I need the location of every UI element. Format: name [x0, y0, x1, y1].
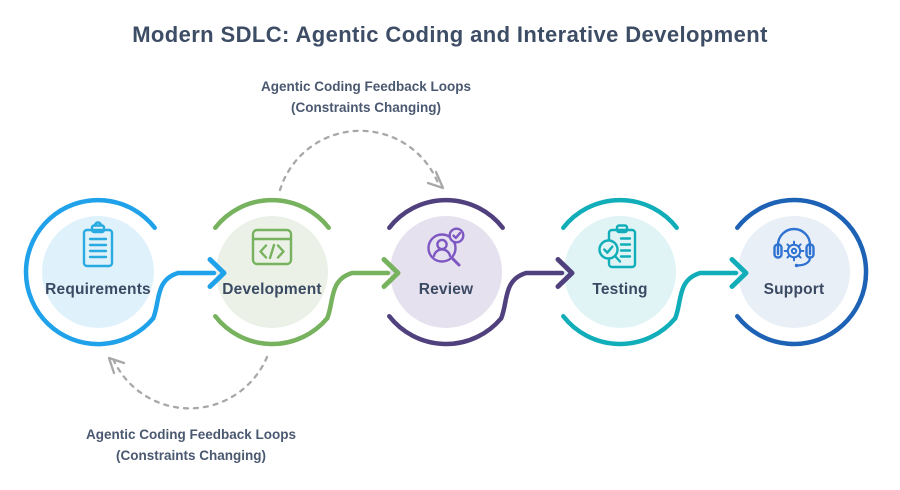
checklist-magnifier-icon — [598, 224, 637, 269]
feedback-arc-bottom-arrowhead-icon — [107, 356, 126, 375]
node-ring-testing-top — [561, 197, 679, 230]
flow-arrowhead-support-icon — [729, 257, 749, 289]
node-ring-testing-bottom — [561, 314, 678, 347]
feedback-label-bottom-line2: (Constraints Changing) — [116, 448, 266, 463]
feedback-label-top: Agentic Coding Feedback Loops (Constrain… — [216, 76, 516, 118]
node-fill-requirements — [42, 216, 154, 328]
node-fill-review — [390, 216, 502, 328]
feedback-label-top-line2: (Constraints Changing) — [291, 100, 441, 115]
feedback-arc-top — [278, 129, 440, 192]
node-fill-support — [738, 216, 850, 328]
node-fill-development — [216, 216, 328, 328]
node-label-requirements: Requirements — [45, 281, 151, 298]
feedback-arc-top-arrowhead-icon — [426, 170, 445, 190]
feedback-label-bottom: Agentic Coding Feedback Loops (Constrain… — [41, 424, 341, 466]
node-label-support: Support — [763, 281, 825, 298]
flow-arrowhead-testing-icon — [555, 257, 575, 289]
node-label-review: Review — [418, 281, 474, 298]
node-ring-requirements — [23, 197, 157, 347]
flow-arrowhead-review-icon — [381, 257, 401, 289]
flow-arrow-review-to-testing — [498, 270, 565, 321]
person-magnifier-check-icon — [427, 227, 465, 267]
feedback-label-bottom-line1: Agentic Coding Feedback Loops — [85, 427, 296, 442]
flow-arrow-testing-to-support — [672, 270, 739, 321]
page-title: Modern SDLC: Agentic Coding and Interati… — [132, 22, 768, 47]
node-ring-review-bottom — [387, 314, 504, 347]
flow-arrowhead-development-icon — [207, 257, 227, 289]
headset-gear-icon — [773, 227, 815, 268]
flow-arrow-requirements-to-development — [150, 270, 217, 321]
node-label-development: Development — [222, 281, 322, 298]
node-ring-development-top — [213, 197, 331, 230]
node-ring-support — [735, 197, 869, 347]
clipboard-icon — [82, 221, 114, 268]
node-ring-review-top — [387, 197, 505, 230]
code-window-icon — [251, 228, 293, 266]
feedback-arc-bottom — [112, 355, 269, 410]
flow-arrow-development-to-review — [324, 270, 391, 321]
gear — [783, 240, 805, 262]
node-fill-testing — [564, 216, 676, 328]
node-ring-development-bottom — [213, 314, 330, 347]
mic-tip — [794, 263, 799, 268]
feedback-label-top-line1: Agentic Coding Feedback Loops — [260, 79, 471, 94]
node-label-testing: Testing — [592, 281, 648, 298]
